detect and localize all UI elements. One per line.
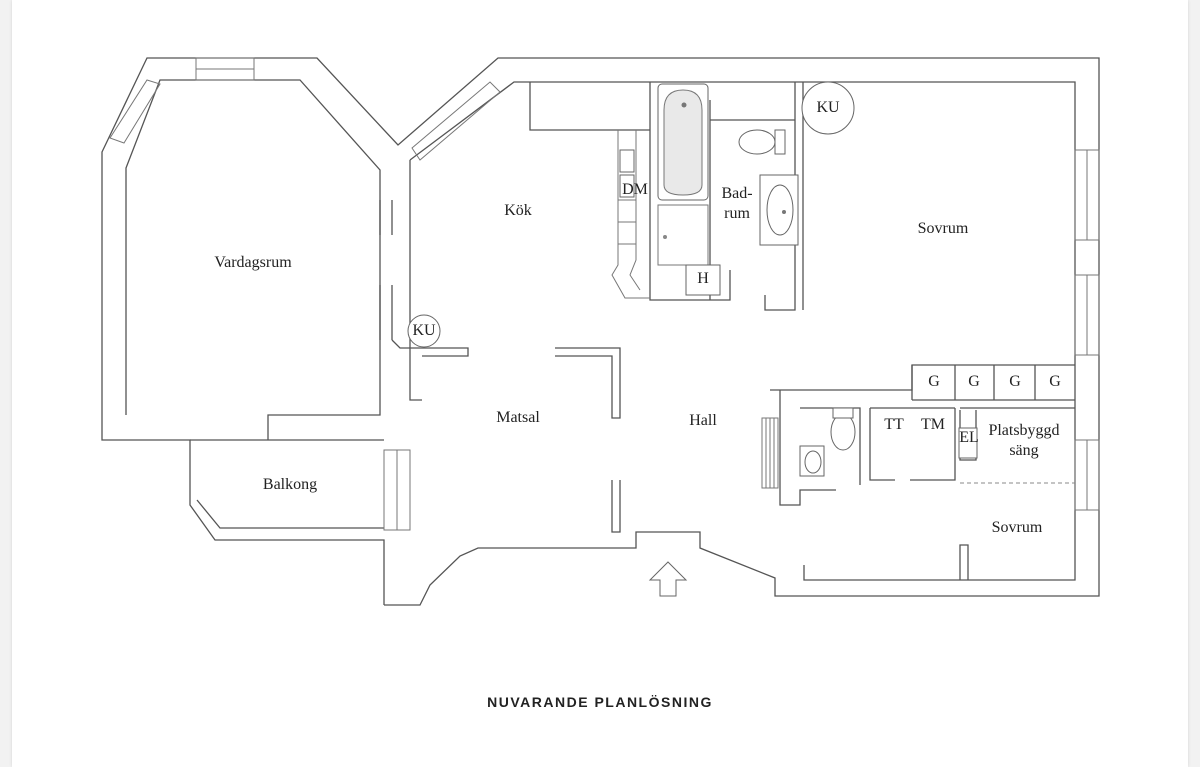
- windows: [109, 57, 1100, 531]
- outer-walls: [101, 57, 1100, 606]
- interior-walls: [379, 82, 1075, 580]
- kitchen-counter: [611, 130, 650, 299]
- fixture-label-g2: G: [968, 373, 980, 390]
- bathroom-fixtures: [657, 129, 799, 266]
- fixture-label-ku-left: KU: [412, 322, 436, 339]
- fixture-label-g4: G: [1049, 373, 1061, 390]
- room-label-sovrum-main: Sovrum: [917, 220, 969, 237]
- room-label-platsbyggd-line2: säng: [1009, 442, 1039, 459]
- fixture-label-h: H: [697, 270, 709, 287]
- plan-caption: NUVARANDE PLANLÖSNING: [487, 694, 713, 710]
- el-box: [958, 427, 978, 459]
- entrance-arrow-icon: [648, 561, 688, 597]
- room-label-sovrum-small: Sovrum: [991, 519, 1043, 536]
- room-label-hall: Hall: [689, 412, 717, 429]
- ku-left-circle: [407, 314, 441, 348]
- h-box: [685, 264, 721, 296]
- wc-fixtures: [761, 407, 856, 489]
- room-label-vardagsrum: Vardagsrum: [214, 254, 292, 271]
- fixture-label-g1: G: [928, 373, 940, 390]
- ku-top-circle: [801, 81, 855, 135]
- fixture-label-tm: TM: [921, 416, 945, 433]
- fixture-label-tt: TT: [884, 416, 904, 433]
- room-label-balkong: Balkong: [262, 476, 318, 493]
- room-label-matsal: Matsal: [496, 409, 540, 426]
- fixture-label-el: EL: [959, 429, 979, 446]
- fixture-label-g3: G: [1009, 373, 1021, 390]
- room-label-badrum-line2: rum: [724, 205, 750, 222]
- bathtub: [657, 83, 709, 201]
- fixture-label-dm: DM: [622, 181, 648, 198]
- room-label-badrum-line1: Bad-: [721, 185, 753, 202]
- room-label-platsbyggd-line1: Platsbyggd: [988, 422, 1060, 439]
- room-label-kok: Kök: [504, 202, 532, 219]
- fixture-label-ku-top: KU: [816, 99, 840, 116]
- floor-plan-sheet: [12, 0, 1188, 767]
